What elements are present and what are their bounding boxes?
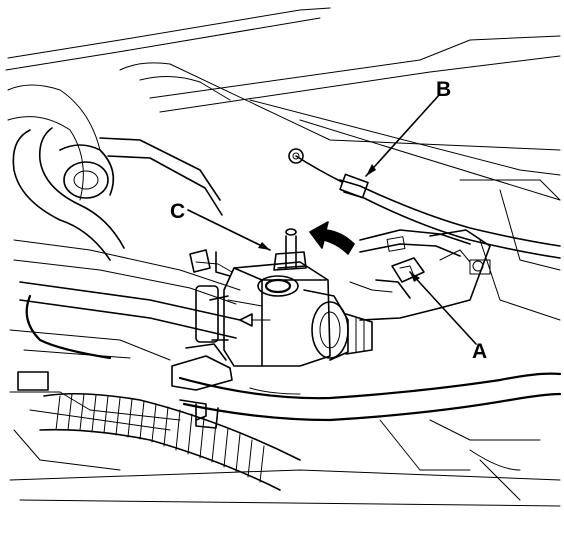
throttle-link	[273, 228, 307, 271]
clip-a	[349, 257, 425, 299]
callout-leaders	[187, 93, 477, 345]
mount-clamp	[171, 343, 233, 429]
right-lower-components	[379, 419, 541, 501]
background-structure	[5, 7, 561, 507]
callout-label-c: C	[170, 200, 185, 223]
callout-label-b: B	[436, 78, 451, 101]
left-components	[9, 127, 241, 471]
main-hose	[25, 294, 562, 422]
cable-b	[288, 148, 561, 259]
callout-label-a: A	[472, 340, 487, 363]
throttle-body	[189, 249, 373, 367]
rotation-arrow	[309, 221, 355, 255]
corrugated-hose	[39, 392, 301, 491]
mounting-bracket	[359, 229, 491, 321]
